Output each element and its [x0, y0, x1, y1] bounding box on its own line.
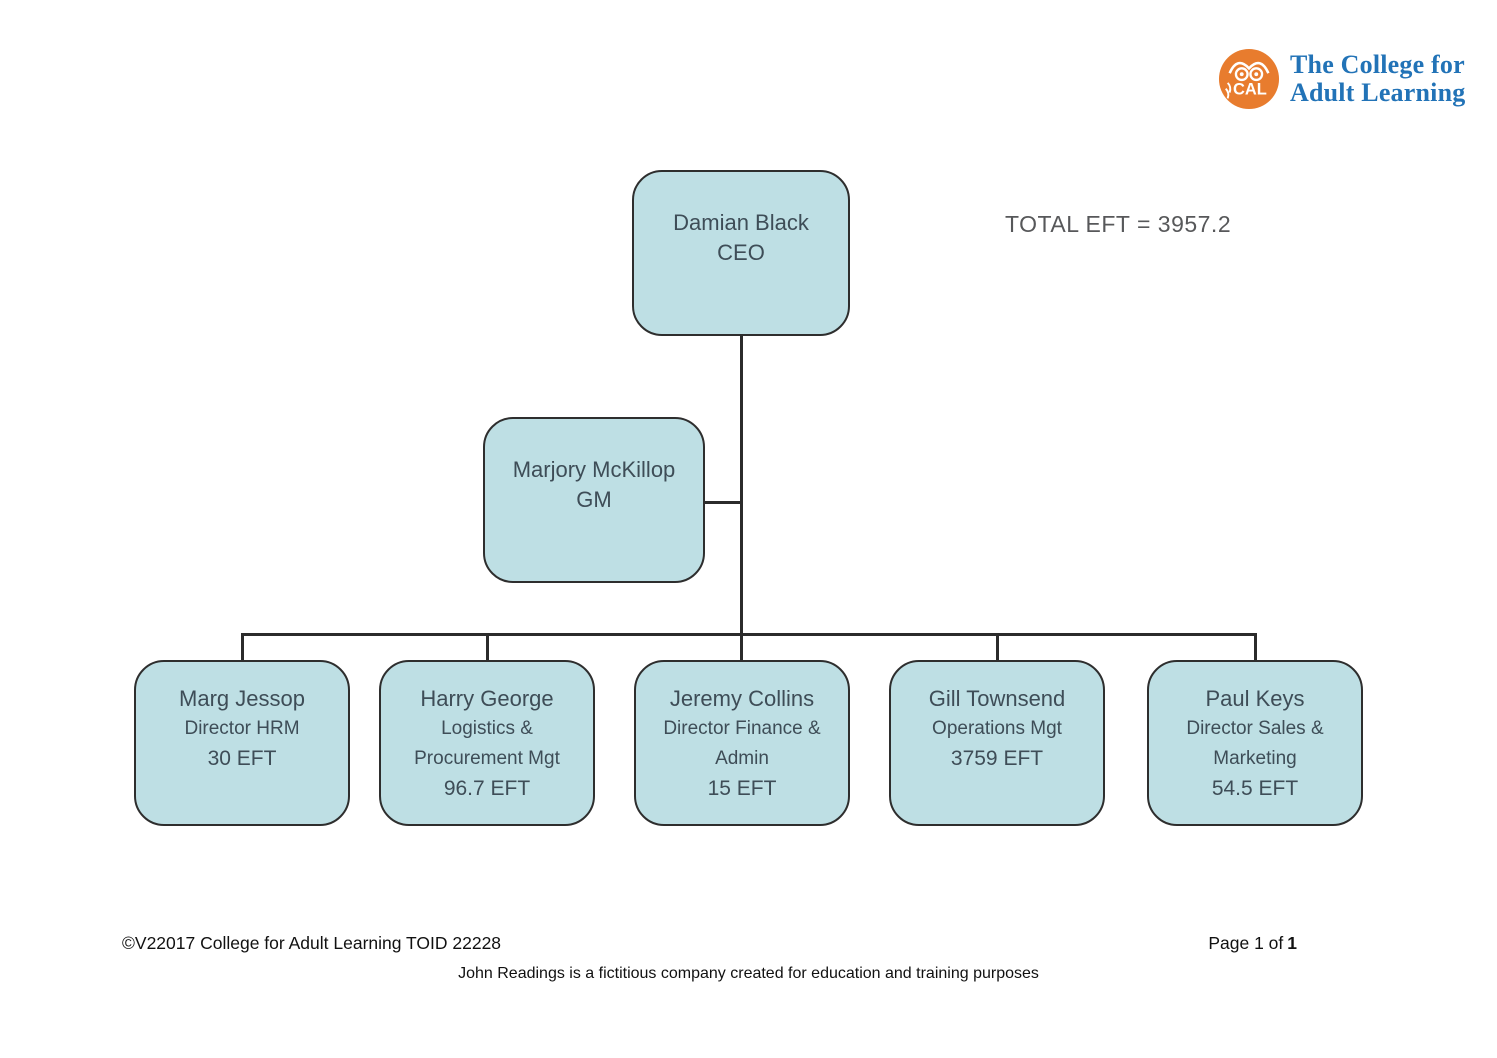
connector-ceo-vertical — [740, 335, 743, 635]
org-node-report: Marg Jessop Director HRM 30 EFT — [134, 660, 350, 826]
logo-line1: The College for — [1290, 50, 1465, 79]
org-node-report: Harry George Logistics & Procurement Mgt… — [379, 660, 595, 826]
page-label: Page 1 of — [1208, 933, 1284, 953]
person-role-line: Director Sales & — [1186, 718, 1324, 739]
cal-badge-text: CAL — [1233, 81, 1267, 99]
person-role-line: Marketing — [1213, 748, 1297, 769]
logo-wordmark: The College for Adult Learning — [1290, 51, 1465, 107]
person-name: Gill Townsend — [928, 686, 1066, 711]
person-name: Marg Jessop — [179, 686, 305, 711]
connector-stub-3 — [740, 633, 743, 662]
footer-disclaimer: John Readings is a fictitious company cr… — [458, 965, 1039, 982]
org-node-report: Jeremy Collins Director Finance & Admin … — [634, 660, 850, 826]
footer-copyright: ©V22017 College for Adult Learning TOID … — [122, 933, 502, 953]
org-node-report: Paul Keys Director Sales & Marketing 54.… — [1147, 660, 1363, 826]
connector-stub-4 — [996, 633, 999, 662]
person-role: GM — [576, 487, 612, 512]
person-eft: 54.5 EFT — [1211, 777, 1299, 800]
person-role-line: Logistics & — [441, 718, 533, 739]
page-total: 1 — [1287, 933, 1297, 953]
person-role: CEO — [717, 240, 765, 265]
connector-gm-horizontal — [704, 501, 742, 504]
person-name: Marjory McKillop — [512, 457, 676, 482]
person-name: Paul Keys — [1205, 686, 1305, 711]
org-node-ceo: Damian Black CEO — [632, 170, 850, 336]
person-role-line: Admin — [715, 748, 769, 769]
person-role-line: Director Finance & — [663, 718, 821, 739]
org-node-gm: Marjory McKillop GM — [483, 417, 705, 583]
logo-line2: Adult Learning — [1290, 78, 1466, 107]
person-eft: 15 EFT — [707, 777, 777, 800]
person-role-line: Operations Mgt — [932, 718, 1062, 739]
person-eft: 3759 EFT — [950, 747, 1044, 770]
connector-stub-5 — [1254, 633, 1257, 662]
person-role-line: Director HRM — [184, 718, 300, 739]
org-node-report: Gill Townsend Operations Mgt 3759 EFT — [889, 660, 1105, 826]
connector-stub-1 — [241, 633, 244, 662]
person-name: Jeremy Collins — [669, 686, 815, 711]
person-name: Harry George — [420, 686, 554, 711]
person-eft: 96.7 EFT — [443, 777, 531, 800]
person-eft: 30 EFT — [207, 747, 277, 770]
total-eft-label: TOTAL EFT = 3957.2 — [1005, 211, 1232, 237]
cal-owl-icon: CAL — [1218, 48, 1280, 110]
cal-logo: CAL The College for Adult Learning — [1218, 48, 1465, 110]
person-role-line: Procurement Mgt — [414, 748, 560, 769]
connector-rail — [241, 633, 1257, 636]
person-name: Damian Black — [673, 210, 809, 235]
connector-stub-2 — [486, 633, 489, 662]
